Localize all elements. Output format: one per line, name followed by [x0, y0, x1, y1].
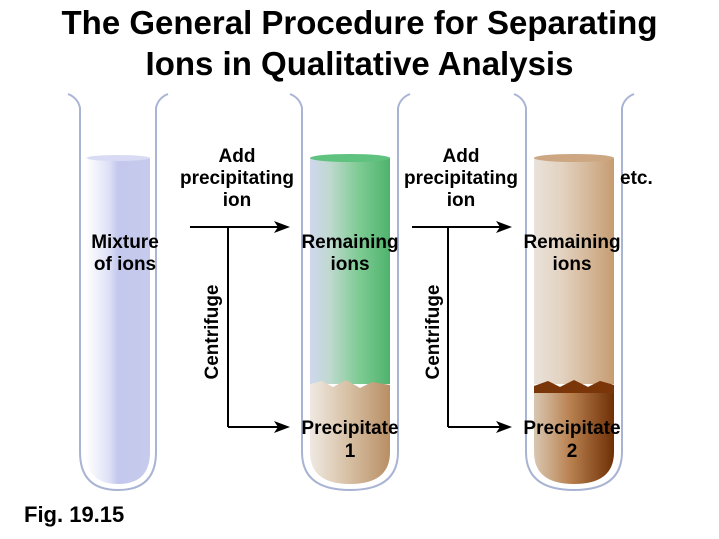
step-1-arrows: [190, 226, 284, 428]
arrow-head-centrifuge-1: [274, 421, 290, 433]
test-tube-1: [67, 93, 169, 492]
precipitate-1-label-line-2: 1: [345, 441, 356, 462]
remaining-ions-2-line-2: ions: [552, 254, 591, 275]
arrow-head-add-2: [496, 221, 512, 233]
mixture-liquid: [86, 158, 150, 484]
step-2-arrows: [412, 226, 506, 428]
figure-caption: Fig. 19.15: [24, 502, 125, 527]
arrow-head-add-1: [274, 221, 290, 233]
title-line-2: Ions in Qualitative Analysis: [145, 45, 574, 82]
precipitating-label-2: precipitating: [404, 168, 518, 189]
ion-label-2: ion: [447, 190, 476, 211]
tube-2-glass: [289, 93, 411, 492]
remaining-ions-1-line-2: ions: [330, 254, 369, 275]
title-line-1: The General Procedure for Separating: [61, 4, 658, 41]
tube-3-glass: [513, 93, 635, 492]
remaining-ions-2-line-1: Remaining: [523, 232, 620, 253]
ion-label-1: ion: [223, 190, 252, 211]
centrifuge-label-2: Centrifuge: [423, 285, 444, 380]
green-liquid: [310, 158, 390, 384]
etc-label: etc.: [620, 168, 653, 189]
arrow-head-centrifuge-2: [496, 421, 512, 433]
add-label-1: Add: [219, 146, 256, 167]
precipitating-label-1: precipitating: [180, 168, 294, 189]
precipitate-2-label-line-1: Precipitate: [523, 418, 620, 439]
tan-liquid: [534, 158, 614, 384]
precipitate-1: [310, 380, 390, 484]
precipitate-1-label-line-1: Precipitate: [301, 418, 398, 439]
test-tube-2: [289, 93, 411, 492]
mixture-label-line-2: of ions: [94, 254, 156, 275]
precipitate-2: [534, 380, 614, 484]
tube-1-glass: [67, 93, 169, 492]
add-label-2: Add: [443, 146, 480, 167]
remaining-ions-1-line-1: Remaining: [301, 232, 398, 253]
page-title: The General Procedure for Separating Ion…: [0, 2, 719, 84]
precipitate-2-label-line-2: 2: [567, 441, 578, 462]
test-tube-3: [513, 93, 635, 492]
mixture-label-line-1: Mixture: [91, 232, 159, 253]
centrifuge-label-1: Centrifuge: [202, 285, 223, 380]
